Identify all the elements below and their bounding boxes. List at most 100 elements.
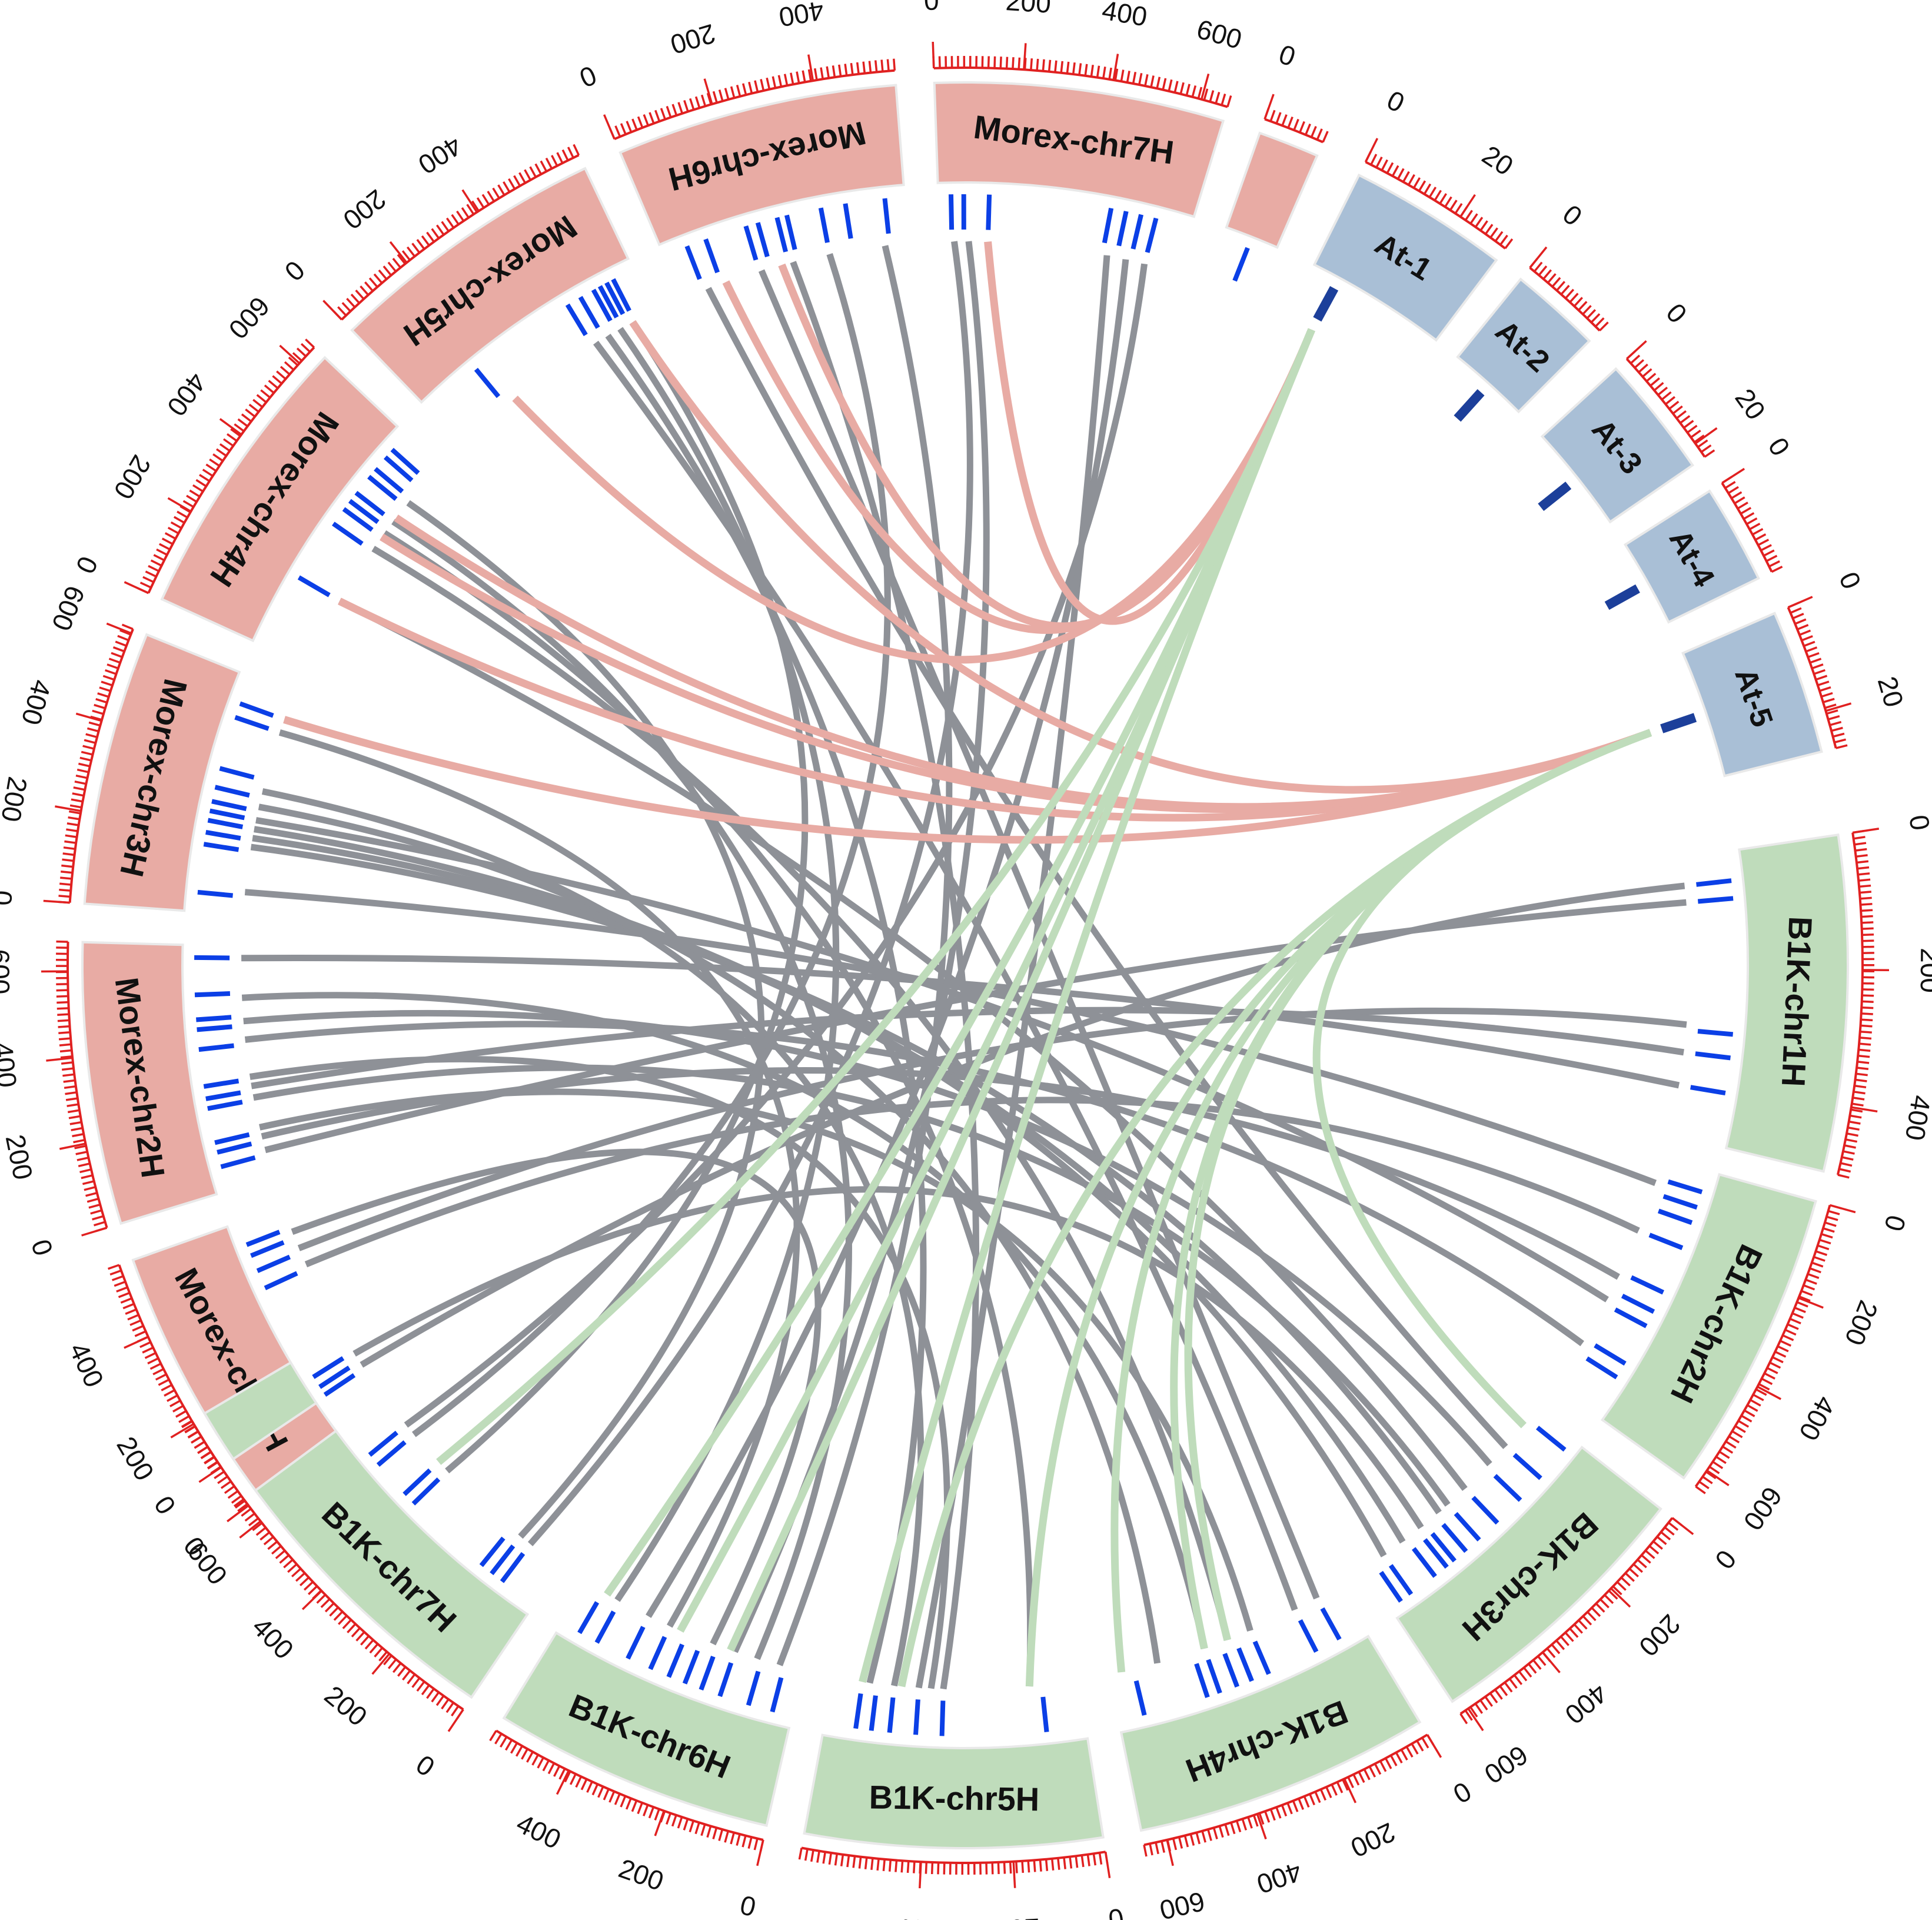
scale-tick [1761, 1377, 1773, 1386]
scale-tick [61, 871, 73, 874]
scale-tick [61, 864, 74, 868]
scale-tick [105, 669, 117, 675]
scale-tick [271, 1545, 282, 1555]
scale-tick [1551, 277, 1561, 288]
scale-tick [82, 745, 95, 750]
scale-tick [558, 1768, 566, 1780]
scale-tick [1439, 193, 1447, 204]
scale-tick [1556, 281, 1566, 291]
scale-tick [1281, 1805, 1288, 1817]
scale-tick [252, 398, 263, 408]
scale-tick [1292, 1800, 1299, 1812]
scale-tick [1474, 1703, 1484, 1714]
scale-major-tick [654, 1811, 665, 1836]
scale-tick-label: 200 [615, 1853, 668, 1897]
scale-tick-label: 0 [279, 255, 311, 287]
scale-tick [649, 112, 655, 124]
gene-mark [1614, 1307, 1648, 1328]
gene-mark [774, 217, 788, 253]
gene-mark [1662, 1194, 1698, 1210]
scale-tick [820, 67, 824, 79]
scale-tick [392, 1662, 402, 1673]
scale-tick [1787, 1323, 1799, 1330]
scale-tick [471, 200, 480, 212]
scale-tick [155, 1373, 167, 1381]
scale-tick-label: 0 [1382, 84, 1409, 118]
scale-tick [1230, 1822, 1236, 1835]
chromosome-mu [1225, 131, 1319, 249]
scale-tick [1405, 1746, 1414, 1758]
scale-tick [207, 1461, 218, 1470]
gene-mark [755, 222, 770, 258]
gene-mark [196, 1015, 232, 1022]
gene-mark [234, 715, 270, 731]
scale-tick [402, 1670, 411, 1681]
scale-axis [1787, 607, 1837, 749]
scale-tick [1298, 1798, 1305, 1810]
scale-tick [1821, 692, 1833, 698]
scale-major-tick [703, 78, 713, 105]
scale-tick-label: 400 [1100, 0, 1149, 32]
scale-tick [1860, 903, 1873, 906]
gene-mark [219, 766, 255, 780]
gene-mark [1454, 389, 1485, 422]
scale-tick [1676, 410, 1687, 419]
scale-tick [431, 228, 440, 239]
scale-tick [1319, 1789, 1327, 1801]
scale-tick [59, 1043, 72, 1047]
scale-major-tick [1104, 1851, 1111, 1878]
scale-tick [194, 1440, 205, 1449]
gene-mark [1313, 285, 1339, 322]
scale-tick [1396, 168, 1405, 180]
scale-tick [1114, 68, 1119, 81]
scale-axis [1264, 118, 1324, 144]
scale-tick [305, 338, 315, 348]
scale-tick [1763, 549, 1775, 557]
scale-major-tick [198, 1466, 222, 1483]
scale-major-tick [1426, 1734, 1442, 1758]
gene-mark [666, 1643, 684, 1678]
scale-tick [252, 1522, 263, 1532]
scale-tick [63, 1079, 75, 1083]
scale-tick [1499, 1685, 1508, 1696]
gene-mark [1102, 207, 1114, 244]
chromosome-label: B1K-chr1H [1775, 916, 1820, 1088]
scale-tick [1322, 131, 1329, 143]
scale-tick [1518, 1670, 1528, 1682]
scale-tick [637, 116, 644, 128]
scale-tick [1704, 449, 1715, 458]
scale-tick [631, 1800, 638, 1812]
scale-tick [1072, 62, 1076, 75]
gray-synteny-link [241, 992, 1208, 1650]
scale-tick [1416, 1740, 1424, 1752]
scale-tick [777, 75, 783, 87]
scale-tick [97, 692, 109, 698]
scale-tick [597, 1786, 604, 1798]
gene-mark [1133, 1680, 1147, 1716]
scale-tick [1565, 288, 1575, 299]
scale-major-tick [170, 1423, 194, 1439]
scale-tick [275, 1550, 286, 1559]
scale-tick [1385, 1758, 1392, 1769]
scale-tick [1833, 732, 1845, 738]
scale-tick [1811, 663, 1824, 670]
scale-tick [364, 1639, 374, 1650]
scale-tick-label: 200 [337, 184, 391, 235]
scale-tick [237, 418, 248, 427]
scale-tick [798, 1848, 803, 1860]
scale-tick [807, 69, 812, 81]
gene-marks [194, 194, 1734, 1736]
scale-tick [56, 1007, 69, 1010]
scale-tick [586, 1781, 593, 1793]
scale-tick [1030, 58, 1033, 71]
scale-tick [1612, 1585, 1622, 1596]
gray-synteny-link [252, 1064, 1451, 1507]
scale-tick [1741, 1414, 1753, 1423]
scale-tick [1358, 1771, 1365, 1783]
scale-major-tick [124, 1336, 149, 1349]
scale-tick [906, 1861, 910, 1874]
scale-tick [1212, 1827, 1218, 1839]
scale-tick-label: 200 [994, 1913, 1040, 1920]
scale-tick [122, 1303, 135, 1310]
scale-tick [1780, 1340, 1792, 1347]
